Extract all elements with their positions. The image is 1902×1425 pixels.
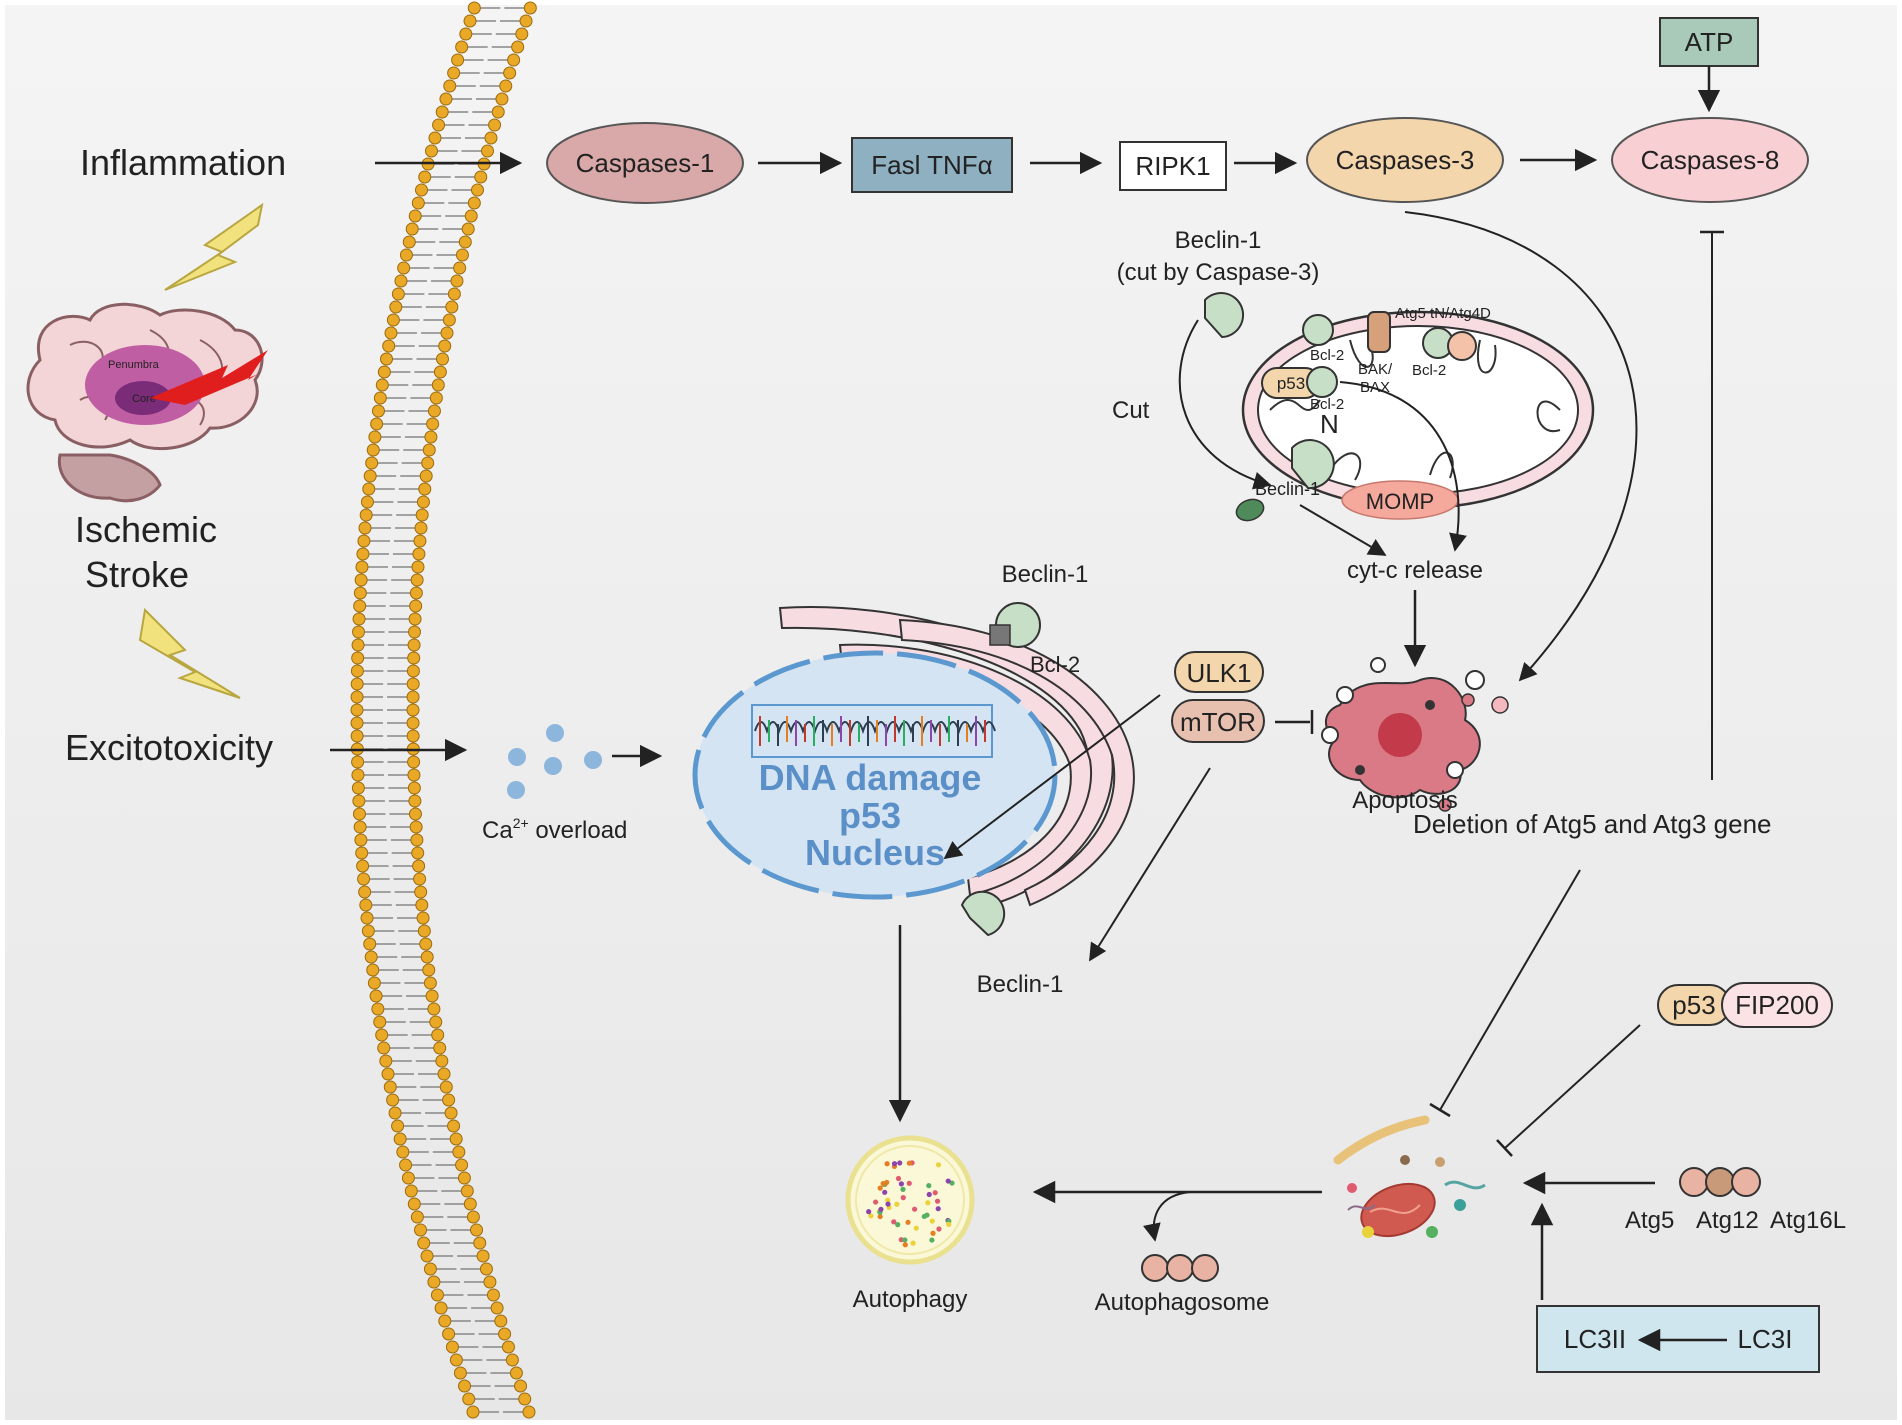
atg16l-label: Atg16L	[1770, 1207, 1846, 1234]
arrow-ulk1-nucleus	[943, 694, 1161, 860]
lc3ii-label: LC3II	[1564, 1324, 1626, 1354]
core-label: Core	[132, 393, 156, 405]
phagophore-cluster	[1333, 1115, 1486, 1238]
atp-label: ATP	[1685, 27, 1734, 57]
cytc-label: cyt-c release	[1347, 557, 1483, 584]
nucleus-label: Nucleus	[805, 832, 945, 873]
ischemic-label: Ischemic	[75, 509, 217, 550]
calcium-ions	[507, 724, 602, 799]
bcl2-label-c: Bcl-2	[1310, 396, 1344, 413]
arrow-c3-apoptosis	[1404, 211, 1638, 682]
autophagy-vesicle	[845, 1135, 975, 1265]
lightning-bolt-red	[150, 350, 268, 405]
caspases-1-node	[546, 122, 744, 204]
ripk1-label: RIPK1	[1135, 151, 1210, 181]
n-label: N	[1320, 409, 1339, 439]
fip200-label: FIP200	[1735, 990, 1819, 1020]
fasl-tnfa-node	[851, 137, 1013, 193]
arrow-mtor-beclin1	[1089, 767, 1211, 962]
arrow-p53-cytc	[1339, 381, 1467, 552]
bcl2-circle	[1302, 314, 1334, 346]
lightning-icon	[164, 202, 264, 291]
caspases-3-node	[1306, 117, 1504, 203]
p53-fip-label: p53	[1672, 990, 1715, 1020]
cell-membrane	[350, 1, 537, 1419]
autophagosome-icon	[1141, 1254, 1219, 1282]
beclin1-bottom-label: Beclin-1	[977, 971, 1064, 998]
arrow-to-autophagosome	[1143, 1191, 1191, 1242]
inflammation-label: Inflammation	[80, 142, 286, 183]
caspases-8-label: Caspases-8	[1641, 145, 1780, 175]
lightning-icon	[138, 607, 241, 699]
penumbra-label: Penumbra	[108, 359, 160, 371]
atg5-label: Atg5	[1625, 1207, 1674, 1234]
atg-complex	[1679, 1167, 1761, 1197]
bak-bax-channel	[1367, 311, 1391, 353]
fip200-pill	[1721, 982, 1833, 1028]
beclin1-mito-icon	[1291, 439, 1335, 490]
caspases-8-node	[1611, 117, 1809, 203]
bcl2-er-label: Bcl-2	[1030, 652, 1080, 677]
autophagosome-label: Autophagosome	[1095, 1289, 1270, 1316]
autophagy-label: Autophagy	[853, 1286, 968, 1313]
atg12-label: Atg12	[1696, 1207, 1759, 1234]
fasl-tnfa-label: Fasl TNFα	[871, 150, 992, 180]
p53-mito-label: p53	[1277, 374, 1305, 393]
lc3i-label: LC3I	[1738, 1324, 1793, 1354]
excitotoxicity-label: Excitotoxicity	[65, 727, 273, 768]
beclin1-cut-icon	[1204, 292, 1245, 339]
inhibit-fip-autophagy	[1504, 1024, 1641, 1149]
momp-label: MOMP	[1366, 489, 1434, 514]
deletion-label: Deletion of Atg5 and Atg3 gene	[1413, 809, 1772, 839]
inhibit-bar	[1496, 1139, 1513, 1157]
beclin1-bottom-icon	[960, 890, 1006, 937]
ca-overload-label: Ca2+ overload	[482, 815, 627, 844]
mtor-node	[1171, 699, 1265, 743]
dna-strand-box	[751, 704, 993, 758]
autophagy-cargo	[866, 1160, 955, 1248]
beclin1-cut-label: Beclin-1	[1175, 227, 1262, 254]
bcl2-label-b: Bcl-2	[1412, 362, 1446, 379]
caspases-1-label: Caspases-1	[576, 148, 715, 178]
bcl2-label-a: Bcl-2	[1310, 347, 1344, 364]
ulk1-node	[1174, 651, 1264, 693]
beclin1-cut-sublabel: (cut by Caspase-3)	[1117, 259, 1320, 286]
bcl2-er-square	[989, 624, 1011, 646]
beclin1-mito-label: Beclin-1	[1255, 479, 1320, 499]
ripk1-node	[1119, 141, 1227, 191]
ulk1-label: ULK1	[1186, 658, 1251, 688]
apoptosis-label: Apoptosis	[1352, 787, 1457, 814]
inhibit-deletion-autophagy	[1439, 869, 1581, 1111]
inhibit-bar	[1429, 1102, 1451, 1118]
beclin1-er-label: Beclin-1	[1002, 561, 1089, 588]
brain-icon: Penumbra Core	[26, 302, 268, 503]
beclin1-fragment	[1235, 498, 1265, 522]
apoptotic-cell-icon	[1321, 657, 1509, 812]
cut-label: Cut	[1112, 397, 1150, 424]
bak-bax-label-1: BAK/	[1358, 361, 1393, 378]
arrow-cut	[1178, 319, 1272, 490]
dna-damage-label: DNA damage	[759, 757, 982, 798]
stroke-label: Stroke	[85, 554, 189, 595]
arrow-momp-cytc	[1299, 504, 1387, 556]
dna-strand	[754, 716, 996, 746]
p53-nucleus-label: p53	[839, 795, 901, 836]
caspases-3-label: Caspases-3	[1336, 145, 1475, 175]
core-region	[115, 381, 171, 415]
atg5-tn-label: Atg5 tN/Atg4D	[1395, 305, 1491, 322]
atg5-circle	[1447, 331, 1477, 361]
mtor-label: mTOR	[1180, 707, 1256, 737]
er-fold	[898, 618, 1135, 907]
bcl2-circle	[1306, 366, 1338, 398]
atp-node	[1659, 17, 1759, 67]
autophagy-vesicle-inner	[855, 1145, 965, 1255]
